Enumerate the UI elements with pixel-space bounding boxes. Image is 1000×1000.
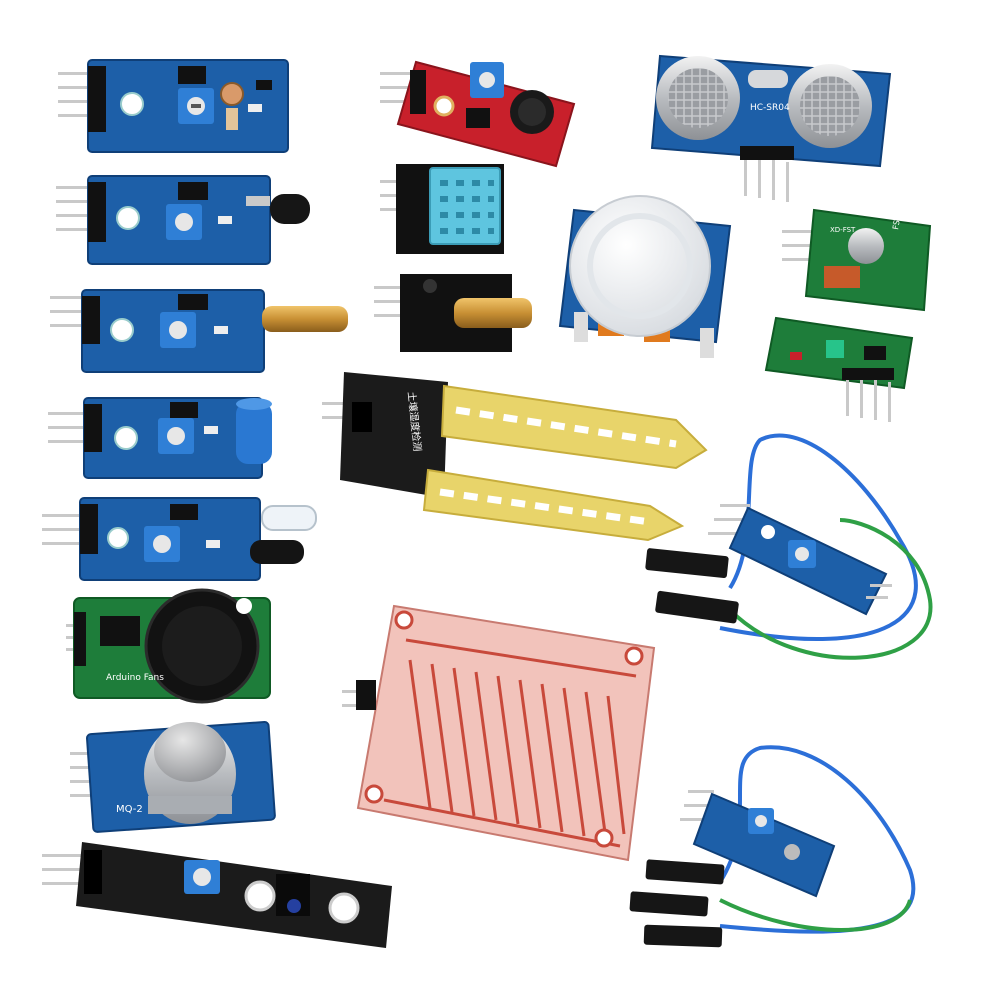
ir-obstacle-module xyxy=(42,497,317,581)
mounting-hole xyxy=(116,206,140,230)
comparator-chip xyxy=(178,66,206,84)
laser-module xyxy=(374,274,532,352)
mounting-hole xyxy=(110,318,134,342)
jumper-wire-green xyxy=(719,898,912,932)
comparator-chip xyxy=(466,108,490,128)
mounting-hole xyxy=(594,828,614,848)
rtc-chip xyxy=(100,616,140,646)
comparator-chip xyxy=(170,504,198,520)
dht11-sensor xyxy=(429,167,501,245)
pcb-board xyxy=(692,792,836,898)
mounting-hole xyxy=(244,880,276,912)
dht11-module xyxy=(380,164,504,254)
cabled-sensor-module-lower xyxy=(629,745,916,948)
ultrasonic-sensor-module: HC-SR04 xyxy=(650,54,892,202)
mounting-hole xyxy=(761,525,775,539)
header-pins xyxy=(58,72,94,75)
probe-prong-upper xyxy=(440,384,708,470)
jumper-connector xyxy=(645,859,725,885)
mounting-hole xyxy=(433,95,455,117)
tilt-switch-cylinder xyxy=(262,306,348,332)
flame-sensor-module xyxy=(56,175,310,265)
gas-sensor-silk-label: MQ-2 xyxy=(116,804,143,815)
antenna-coil xyxy=(824,266,860,288)
jumper-connector xyxy=(645,548,729,579)
line-tracking-module xyxy=(42,842,392,948)
ir-receiver-led xyxy=(250,540,304,564)
jumper-connector xyxy=(629,891,709,917)
photoresistor-module xyxy=(58,59,289,153)
pcb-board xyxy=(76,842,392,948)
photoresistor xyxy=(220,82,244,106)
jumper-wire-blue xyxy=(719,433,918,641)
mounting-hole xyxy=(114,426,138,450)
ir-flame-diode xyxy=(270,194,310,224)
header-block xyxy=(88,66,106,132)
rf-receiver-module xyxy=(764,316,914,422)
jumper-wire-green xyxy=(728,518,933,660)
ir-emitter-led xyxy=(261,505,317,531)
soil-moisture-probe: 土壤湿度检测 xyxy=(322,372,708,542)
mounting-hole xyxy=(120,92,144,116)
comparator-chip xyxy=(178,294,208,310)
rf-transmitter-id-label: XD-FST xyxy=(830,226,856,234)
rf-transmitter-module: FS1000A XD-FST xyxy=(782,193,932,312)
tilt-switch-module xyxy=(50,289,348,373)
jumper-connector xyxy=(655,590,739,624)
rtc-silk-label: Arduino Fans xyxy=(106,673,164,683)
vibration-sensor-module xyxy=(48,397,272,479)
cabled-sensor-module-upper xyxy=(645,433,933,660)
vibration-cylinder xyxy=(236,402,272,464)
sensor-element xyxy=(784,844,800,860)
gas-sensor-module: MQ-2 xyxy=(70,720,276,833)
rain-detection-board xyxy=(342,604,656,862)
crystal-oscillator xyxy=(748,70,788,88)
ultrasonic-silk-label: HC-SR04 xyxy=(750,103,790,113)
jumper-connector xyxy=(643,924,723,948)
laser-head xyxy=(454,298,532,328)
comparator-chip xyxy=(170,402,198,418)
saw-resonator xyxy=(848,228,884,264)
mounting-hole xyxy=(107,527,129,549)
mounting-hole xyxy=(394,610,414,630)
probe-prong-lower xyxy=(422,468,685,542)
pir-motion-module xyxy=(558,195,732,358)
mounting-hole xyxy=(624,646,644,666)
sound-sensor-module xyxy=(380,60,576,168)
mounting-hole xyxy=(364,784,384,804)
mounting-hole xyxy=(328,892,360,924)
rtc-clock-module: Arduino Fans xyxy=(66,588,271,704)
comparator-chip xyxy=(178,182,208,200)
